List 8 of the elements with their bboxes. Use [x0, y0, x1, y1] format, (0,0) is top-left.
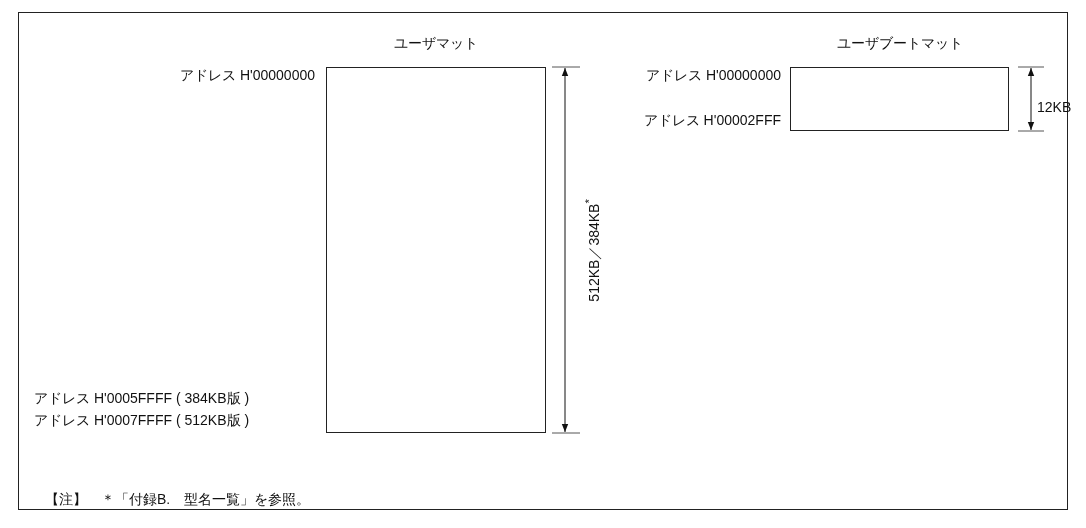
- address-label: アドレス H'00000000: [646, 66, 781, 84]
- address-label: アドレス H'0007FFFF ( 512KB版 ): [34, 411, 250, 429]
- address-label: アドレス H'00000000: [180, 66, 315, 84]
- address-label: アドレス H'00002FFF: [643, 111, 781, 129]
- memory-area-title: ユーザブートマット: [835, 35, 964, 53]
- note-text: 【注】 ＊「付録B. 型名一覧」を参照。: [45, 490, 311, 508]
- memory-area-title: ユーザマット: [393, 35, 479, 53]
- address-label: アドレス H'0005FFFF ( 384KB版 ): [34, 389, 250, 407]
